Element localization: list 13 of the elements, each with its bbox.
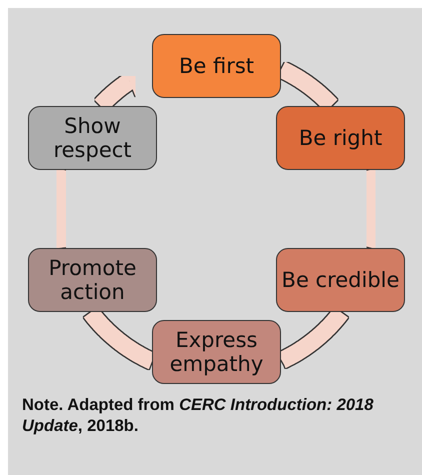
step-box — [152, 34, 281, 98]
step-box — [28, 248, 157, 312]
step-box — [28, 106, 157, 170]
step-label: Be first — [178, 54, 254, 78]
step-label: Promote action — [48, 256, 138, 304]
caption: Note. Adapted from CERC Introduction: 2018 Update, 2018b. — [22, 395, 374, 438]
step-label: Be right — [298, 126, 382, 150]
step-box — [152, 320, 281, 384]
step-label: Show respect — [52, 114, 133, 162]
step-label: Express empathy — [168, 328, 264, 376]
step-box — [276, 106, 405, 170]
step-box — [276, 248, 405, 312]
step-label: Be credible — [282, 268, 400, 292]
